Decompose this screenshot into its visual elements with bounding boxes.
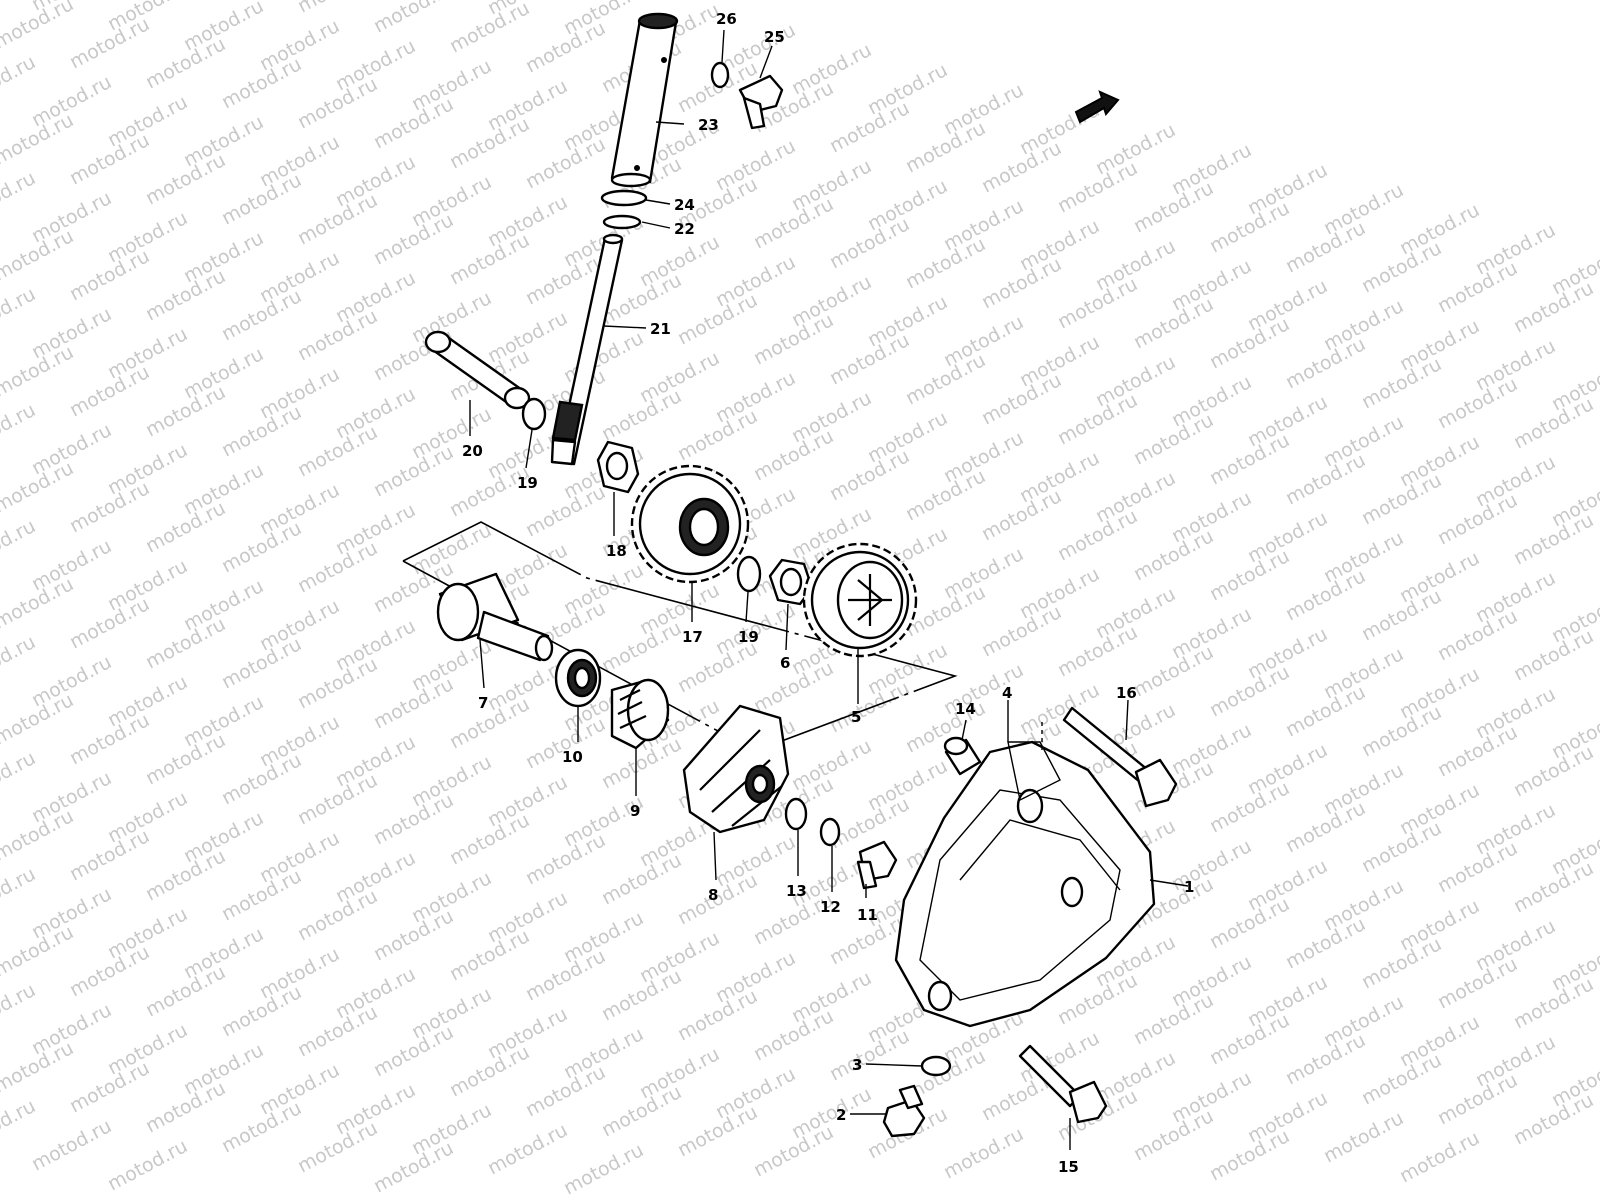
part-9-mechanical-seal (610, 678, 670, 750)
part-15-bolt (1018, 1044, 1108, 1124)
label-part-19-lower: 19 (738, 628, 759, 646)
label-part-18: 18 (606, 542, 627, 560)
part-2-drain-bolt (882, 1084, 926, 1138)
part-7-shaft (436, 572, 554, 662)
label-part-11: 11 (857, 906, 878, 924)
label-part-9: 9 (630, 802, 640, 820)
part-21-kick-shaft (550, 233, 624, 466)
part-22-circlip (602, 214, 642, 230)
part-24-washer (600, 189, 648, 207)
label-part-17: 17 (682, 628, 703, 646)
label-part-15: 15 (1058, 1158, 1079, 1176)
part-1-pump-case (894, 722, 1156, 1028)
part-16-bolt (1062, 706, 1178, 808)
part-25-bolt (738, 74, 784, 130)
part-13-washer (784, 797, 808, 831)
part-labels: 1 2 3 4 5 6 7 8 9 10 11 12 13 14 15 16 1… (462, 10, 1194, 1176)
label-part-14: 14 (955, 700, 976, 718)
part-5-gear (802, 542, 918, 658)
part-19-washer-upper (521, 397, 547, 431)
leader-lines (469, 29, 1189, 1150)
part-4-gasket (1007, 741, 1061, 802)
label-part-3: 3 (852, 1056, 862, 1074)
part-23-sleeve (610, 12, 679, 188)
label-part-4: 4 (1002, 684, 1012, 702)
label-part-8: 8 (708, 886, 718, 904)
label-part-22: 22 (674, 220, 695, 238)
label-part-13: 13 (786, 882, 807, 900)
part-19-washer-lower (736, 555, 762, 593)
label-part-25: 25 (764, 28, 785, 46)
label-part-21: 21 (650, 320, 671, 338)
front-direction-arrow-icon (1074, 90, 1120, 124)
label-part-7: 7 (478, 694, 488, 712)
label-part-24: 24 (674, 196, 695, 214)
label-part-2: 2 (836, 1106, 846, 1124)
part-14-dowel (943, 736, 982, 776)
part-10-seal (554, 648, 602, 708)
part-8-impeller (682, 704, 790, 834)
label-part-16: 16 (1116, 684, 1137, 702)
label-part-23: 23 (698, 116, 719, 134)
part-11-bolt (856, 840, 898, 890)
assembly-bracket (402, 521, 958, 752)
label-part-19-upper: 19 (517, 474, 538, 492)
label-part-6: 6 (780, 654, 790, 672)
part-12-washer (819, 817, 841, 847)
part-17-kick-gear (630, 464, 750, 584)
label-part-5: 5 (851, 708, 861, 726)
part-3-washer (920, 1055, 952, 1077)
part-18-nut (596, 440, 640, 494)
part-20-spacer (424, 330, 531, 410)
label-part-26: 26 (716, 10, 737, 28)
label-part-12: 12 (820, 898, 841, 916)
label-part-1: 1 (1184, 878, 1194, 896)
label-part-10: 10 (562, 748, 583, 766)
label-part-20: 20 (462, 442, 483, 460)
part-26-washer (710, 61, 730, 89)
part-6-nut (768, 558, 814, 606)
